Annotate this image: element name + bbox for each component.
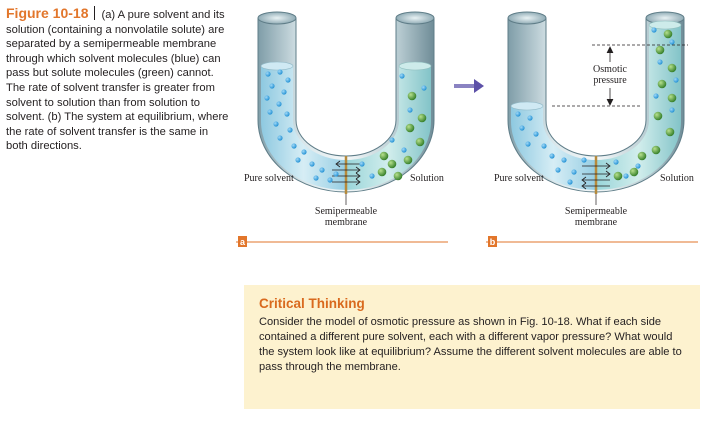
transition-arrow (454, 79, 484, 93)
panel-b-membrane-label-1: Semipermeable (565, 206, 628, 217)
figure-caption: Figure 10-18(a) A pure solvent and its s… (6, 6, 231, 154)
panel-b-solvent-liquid (510, 106, 596, 190)
panel-a-left-rim (257, 11, 297, 25)
panel-a-solute-molecules (377, 91, 427, 181)
panel-a-right-label: Solution (410, 173, 444, 184)
panel-a-left-label: Pure solvent (244, 173, 294, 184)
panel-b-solvent-molecules (515, 27, 679, 185)
caption-separator (94, 6, 96, 20)
panel-b-label: b (490, 237, 496, 247)
panel-b-left-label: Pure solvent (494, 173, 544, 184)
panel-a-membrane-label-2: membrane (325, 217, 368, 228)
panel-b-solute-molecules (613, 29, 677, 181)
figure-label: Figure 10-18 (6, 5, 89, 21)
panel-b-right-surface (648, 20, 682, 30)
critical-thinking-body: Consider the model of osmotic pressure a… (259, 316, 682, 373)
panel-b-transfer-arrows (581, 162, 611, 190)
panel-b-osmotic-pressure-indicator (552, 44, 688, 107)
panel-b: Osmotic pressure Pure solvent Solution (486, 11, 698, 247)
panel-a: Pure solvent Solution Semipermeable memb… (236, 11, 448, 247)
osmosis-figure: Pure solvent Solution Semipermeable memb… (236, 11, 698, 247)
panel-b-right-label: Solution (660, 173, 694, 184)
panel-a-label: a (240, 237, 246, 247)
panel-a-right-rim (395, 11, 435, 25)
panel-a-membrane-label-1: Semipermeable (315, 206, 378, 217)
critical-thinking-title: Critical Thinking (259, 296, 365, 311)
panel-b-left-rim (507, 11, 547, 25)
panel-b-pressure-label-1: Osmotic (593, 64, 627, 75)
panel-a-label-box (238, 236, 247, 247)
panel-b-membrane-label-2: membrane (575, 217, 618, 228)
panel-b-left-surface (510, 101, 544, 111)
panel-a-left-surface (260, 61, 294, 71)
caption-text: (a) A pure solvent and its solution (con… (6, 9, 229, 153)
panel-a-right-surface (398, 61, 432, 71)
panel-a-solvent-molecules (264, 69, 427, 183)
panel-a-solvent-liquid (260, 66, 346, 190)
panel-b-label-box (488, 236, 497, 247)
panel-a-transfer-arrows (332, 160, 361, 186)
panel-b-pressure-label-2: pressure (593, 75, 627, 86)
critical-thinking-box: Critical Thinking Consider the model of … (244, 285, 700, 409)
